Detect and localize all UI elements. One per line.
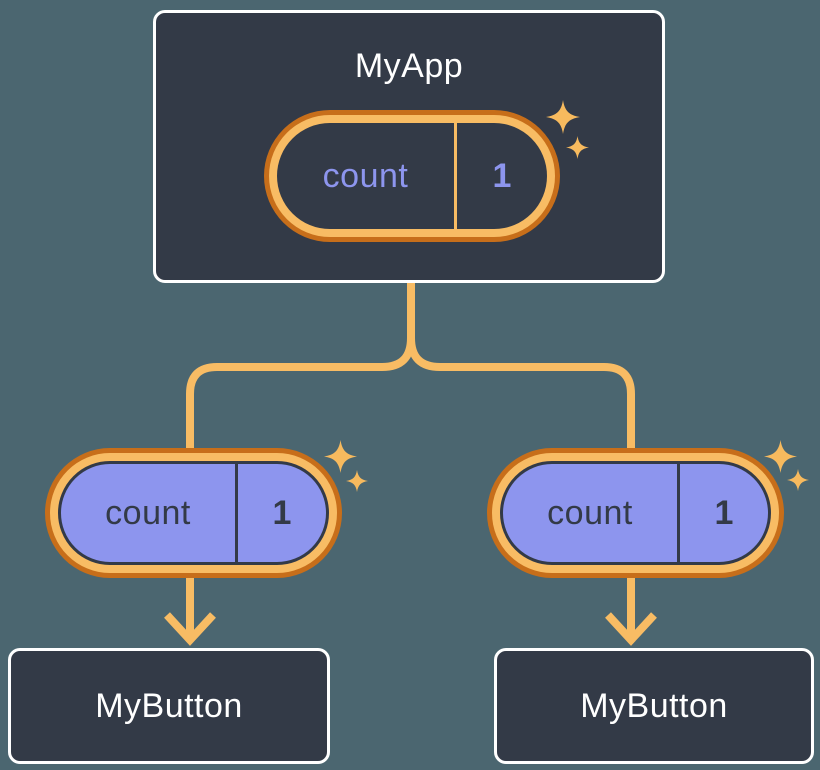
state-pill-divider (677, 464, 680, 562)
sparkle-icon (346, 470, 368, 492)
state-value-badge: 1 (272, 493, 292, 532)
sparkle-icon (324, 440, 357, 473)
state-pill-ring: count 1 (50, 453, 337, 573)
state-pill-mybutton-right: count 1 (487, 448, 784, 578)
state-value-badge: 1 (492, 156, 512, 195)
state-pill-ring: count 1 (492, 453, 779, 573)
state-value-badge: 1 (714, 493, 734, 532)
component-title: MyButton (95, 686, 243, 725)
sparkle-icon (546, 100, 580, 134)
state-pill-divider (235, 464, 238, 562)
sparkle-icon (787, 469, 809, 491)
state-pill-root: count 1 (264, 110, 560, 242)
state-pill-ring: count 1 (269, 115, 555, 237)
arrow-down-icon (164, 570, 216, 646)
state-pill-mybutton-left: count 1 (45, 448, 342, 578)
state-name-label: count (547, 493, 633, 532)
arrow-down-icon (605, 570, 657, 646)
state-pill-divider (454, 123, 457, 229)
arrow-head (605, 612, 657, 646)
sparkle-icon (566, 136, 589, 159)
state-name-label: count (105, 493, 191, 532)
component-title: MyApp (354, 47, 464, 85)
sparkle-icon (764, 440, 797, 473)
arrow-head (164, 612, 216, 646)
connector-branch-left (186, 337, 415, 460)
connector-branch-right (407, 337, 635, 460)
state-name-label: count (322, 156, 409, 195)
component-node-mybutton-left: MyButton (8, 648, 330, 764)
component-title: MyButton (580, 686, 728, 725)
component-node-mybutton-right: MyButton (494, 648, 814, 764)
